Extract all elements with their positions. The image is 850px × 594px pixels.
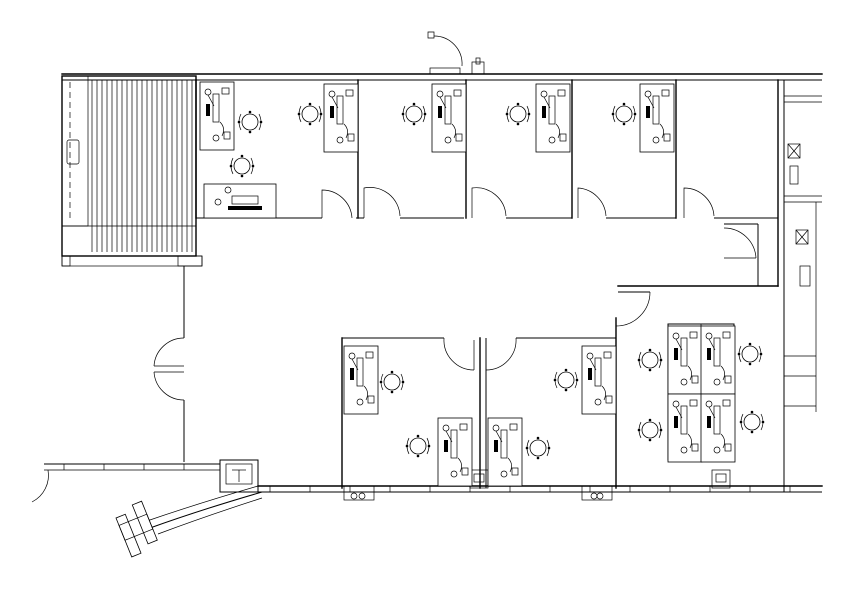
upper-office-3-furniture [401, 83, 467, 153]
stair-treads [91, 80, 193, 252]
fixtures [115, 459, 731, 558]
upper-office-4-furniture [505, 83, 571, 153]
stairwell [61, 75, 203, 267]
upper-office-2-furniture [297, 83, 359, 153]
doors [31, 31, 757, 503]
lower-office-2-furniture [487, 345, 617, 487]
upper-office-5-furniture [611, 83, 675, 153]
lower-office-1-furniture [343, 345, 473, 487]
upper-office-1-furniture [199, 81, 277, 219]
open-workstation-cluster [637, 323, 765, 463]
window-mullions [63, 464, 791, 492]
